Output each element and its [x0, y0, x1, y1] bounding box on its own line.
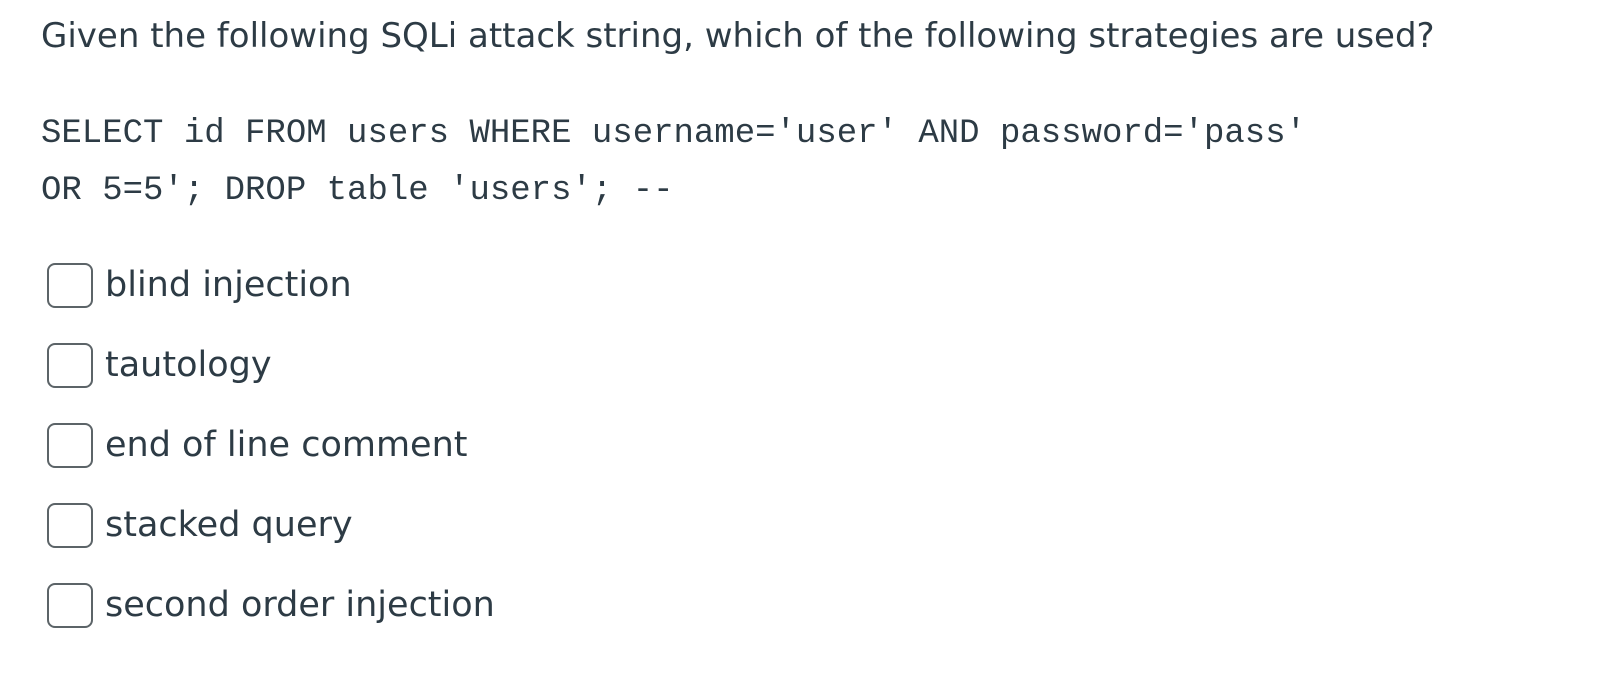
answer-label[interactable]: blind injection	[105, 265, 352, 305]
checkbox-end-of-line-comment[interactable]	[47, 423, 93, 468]
sql-code-line-1: SELECT id FROM users WHERE username='use…	[41, 115, 1307, 153]
answer-option-stacked-query[interactable]: stacked query	[47, 497, 495, 554]
answer-option-second-order-injection[interactable]: second order injection	[47, 577, 495, 634]
answer-label[interactable]: tautology	[105, 345, 272, 385]
answer-label[interactable]: end of line comment	[105, 425, 468, 465]
question-text: Given the following SQLi attack string, …	[41, 16, 1435, 56]
answer-list: blind injection tautology end of line co…	[47, 257, 495, 657]
answer-label[interactable]: stacked query	[105, 505, 353, 545]
sql-code-block: SELECT id FROM users WHERE username='use…	[41, 106, 1581, 220]
answer-option-blind-injection[interactable]: blind injection	[47, 257, 495, 314]
answer-label[interactable]: second order injection	[105, 585, 495, 625]
answer-option-tautology[interactable]: tautology	[47, 337, 495, 394]
checkbox-tautology[interactable]	[47, 343, 93, 388]
checkbox-stacked-query[interactable]	[47, 503, 93, 548]
checkbox-blind-injection[interactable]	[47, 263, 93, 308]
question-container: Given the following SQLi attack string, …	[41, 0, 1581, 220]
sql-code-line-2: OR 5=5'; DROP table 'users'; --	[41, 172, 674, 210]
checkbox-second-order-injection[interactable]	[47, 583, 93, 628]
answer-option-end-of-line-comment[interactable]: end of line comment	[47, 417, 495, 474]
